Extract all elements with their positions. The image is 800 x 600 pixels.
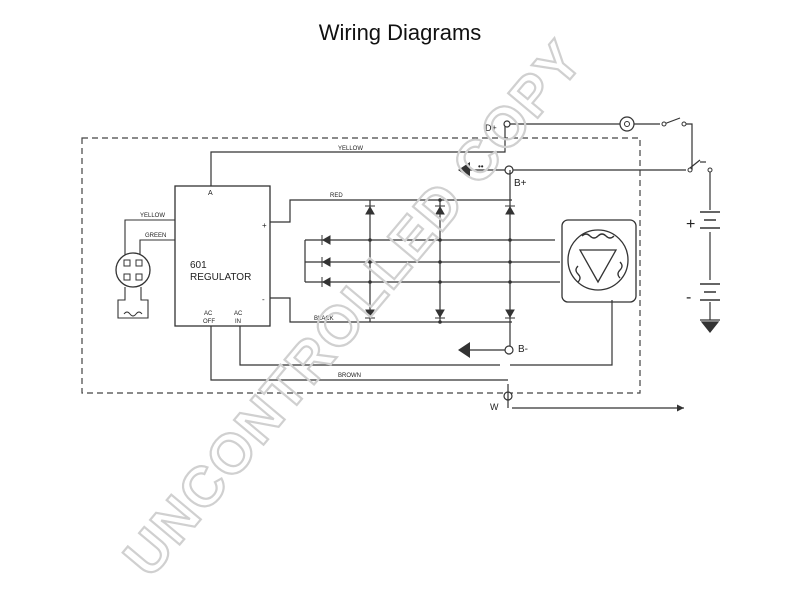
- plug-green-label: GREEN: [145, 233, 166, 239]
- terminal-b-plus-label: B+: [514, 178, 527, 189]
- lamp-switch-contact-icon: [681, 121, 687, 127]
- black-wire-label: BLACK: [314, 316, 334, 322]
- terminal-w-label: W: [490, 402, 499, 412]
- warning-lamp-filament-icon: [624, 121, 630, 127]
- b-plus-output-wire: [513, 159, 711, 320]
- lamp-switch-contact-icon: [661, 121, 667, 127]
- plug-tail-icon: [117, 287, 149, 319]
- battery-plus-label: +: [686, 216, 695, 233]
- battery-icon: [700, 211, 720, 301]
- field-diodes: [321, 235, 331, 287]
- warning-lamp-circuit: [510, 117, 693, 170]
- page-title: Wiring Diagrams: [318, 20, 482, 45]
- battery-minus-label: -: [686, 289, 691, 306]
- ground-b-minus-icon: [458, 342, 470, 358]
- regulator-pin-ac-in-1: AC: [234, 311, 243, 317]
- ground-b-plus-icon: [458, 162, 470, 178]
- regulator-label: REGULATOR: [190, 272, 251, 283]
- terminal-d-plus-label: D+: [485, 123, 497, 133]
- yellow-wire: [210, 126, 506, 186]
- brown-wire: [210, 326, 508, 381]
- regulator-pin-minus: -: [262, 295, 265, 304]
- plug-connector-icon: [115, 252, 151, 288]
- ignition-switch-contact-icon: [707, 167, 713, 173]
- rectifier-bridge: [304, 170, 560, 350]
- brown-wire-label: BROWN: [338, 373, 361, 379]
- chassis-ground-icon: [700, 319, 720, 333]
- stator-lead-bottom: [510, 300, 613, 366]
- terminal-b-minus-label: B-: [518, 344, 528, 355]
- lower-diodes: [365, 309, 515, 319]
- yellow-wire-label: YELLOW: [338, 146, 363, 152]
- plug-wires: [124, 219, 175, 256]
- black-wire: [270, 297, 512, 323]
- regulator-model: 601: [190, 260, 207, 271]
- plug-coil-icon: [123, 311, 143, 317]
- red-wire-label: RED: [330, 193, 343, 199]
- regulator-pin-ac-in-2: IN: [235, 319, 241, 325]
- regulator-pin-plus: +: [262, 221, 267, 230]
- warning-lamp-icon: [619, 116, 635, 132]
- plug-yellow-label: YELLOW: [140, 213, 165, 219]
- alternator-enclosure: [81, 137, 641, 394]
- red-wire: [270, 199, 512, 223]
- terminal-b-minus: [504, 345, 514, 355]
- junction-dots: [368, 198, 512, 324]
- regulator-pin-a: A: [208, 190, 213, 197]
- upper-diodes: [365, 205, 515, 215]
- ground-b-plus-marks: ••: [478, 162, 484, 171]
- ignition-switch-contact-icon: [687, 167, 693, 173]
- regulator-pin-ac-off-1: AC: [204, 311, 213, 317]
- regulator-box: [174, 185, 271, 327]
- plug-pins-icon: [123, 259, 143, 281]
- stator-winding-icon: [561, 219, 637, 303]
- regulator-pin-ac-off-2: OFF: [203, 319, 215, 325]
